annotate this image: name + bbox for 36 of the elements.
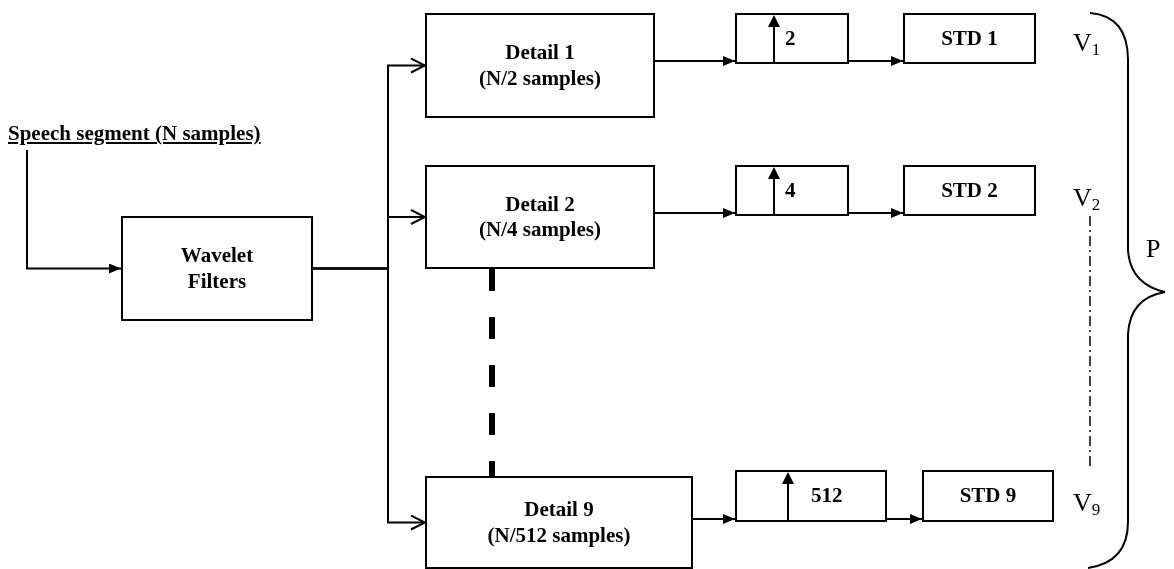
process-box — [121, 216, 313, 321]
arrow — [848, 208, 904, 218]
block-title: Detail 2 — [505, 191, 575, 217]
factor-label: 4 — [785, 177, 796, 204]
block-title: Wavelet Filters — [179, 243, 255, 294]
upsampler-box — [735, 165, 849, 216]
vector-label: V$_{1}$ — [1073, 30, 1101, 58]
process-box — [903, 13, 1036, 64]
process-box — [425, 476, 693, 569]
block-title: STD 1 — [941, 25, 998, 52]
block-subtitle: (N/2 samples) — [479, 65, 601, 91]
block-title: STD 2 — [941, 177, 998, 204]
vector-label: V$_{2}$ — [1073, 185, 1101, 213]
arrow — [848, 56, 904, 66]
arrow — [886, 514, 923, 524]
arrow — [654, 56, 736, 66]
block-subtitle: (N/512 samples) — [487, 522, 631, 548]
block-title: Detail 1 — [505, 40, 575, 66]
upsampler-box — [735, 470, 887, 522]
output-label: P — [1146, 236, 1161, 262]
block-title: STD 9 — [959, 483, 1017, 509]
arrow — [692, 514, 736, 524]
process-box — [425, 165, 655, 269]
factor-label: 512 — [811, 483, 843, 509]
process-box — [425, 13, 655, 118]
vector-label: V$_{9}$ — [1073, 490, 1101, 518]
block-title: Detail 9 — [524, 497, 594, 523]
arrow — [654, 208, 736, 218]
upsampler-box — [735, 13, 849, 64]
arrow — [26, 149, 122, 274]
factor-label: 2 — [785, 25, 796, 52]
process-box — [903, 165, 1036, 216]
arrow — [312, 267, 426, 531]
process-box — [922, 470, 1054, 522]
input-label: Speech segment (N samples) — [8, 121, 261, 147]
block-subtitle: (N/4 samples) — [479, 217, 601, 243]
